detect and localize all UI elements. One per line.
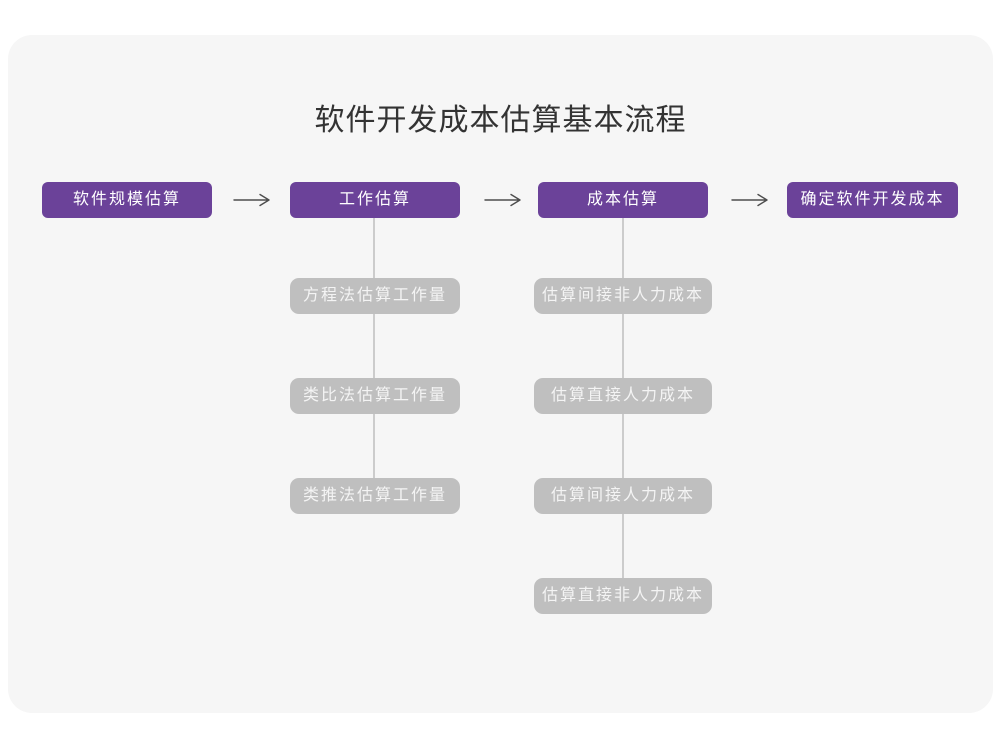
- flow-node-work-estimation: 工作估算: [290, 182, 460, 218]
- arrow-right-icon: [232, 192, 272, 208]
- sub-node-equation-method: 方程法估算工作量: [290, 278, 460, 314]
- sub-node-indirect-labor-cost: 估算间接人力成本: [534, 478, 712, 514]
- sub-node-analogy-method: 类比法估算工作量: [290, 378, 460, 414]
- sub-node-extrapolation-method: 类推法估算工作量: [290, 478, 460, 514]
- flowchart-card: 软件开发成本估算基本流程 软件规模估算 工作估算 成本估算 确定软件开发成本 方…: [8, 35, 993, 713]
- sub-node-direct-labor-cost: 估算直接人力成本: [534, 378, 712, 414]
- connector-line-work-column: [373, 218, 375, 478]
- arrow-right-icon: [483, 192, 523, 208]
- flow-node-cost-estimation: 成本估算: [538, 182, 708, 218]
- flow-node-software-scale-estimation: 软件规模估算: [42, 182, 212, 218]
- flow-node-determine-development-cost: 确定软件开发成本: [787, 182, 958, 218]
- diagram-title: 软件开发成本估算基本流程: [314, 104, 687, 137]
- sub-node-direct-nonlabor-cost: 估算直接非人力成本: [534, 578, 712, 614]
- arrow-right-icon: [730, 192, 770, 208]
- sub-node-indirect-nonlabor-cost: 估算间接非人力成本: [534, 278, 712, 314]
